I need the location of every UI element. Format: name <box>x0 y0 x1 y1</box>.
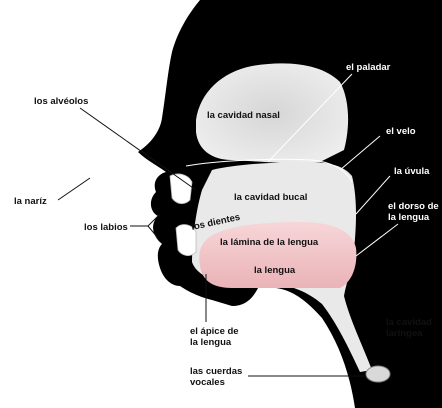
label-labios: los labios <box>84 222 128 233</box>
label-laringea-line2: laríngea <box>386 328 423 339</box>
vocal-cords <box>366 366 390 382</box>
label-uvula: la úvula <box>394 166 430 177</box>
label-paladar: el paladar <box>346 62 391 73</box>
tongue <box>199 222 356 288</box>
label-cavidad-nasal: la cavidad nasal <box>207 110 280 121</box>
label-cavidad-bucal: la cavidad bucal <box>234 192 307 203</box>
label-lengua: la lengua <box>254 265 296 276</box>
label-dorso-line2: la lengua <box>388 212 430 223</box>
label-cuerdas-line1: las cuerdas <box>190 366 242 377</box>
label-velo: el velo <box>386 126 416 137</box>
label-lamina: la lámina de la lengua <box>220 237 319 248</box>
label-laringea-line1: la cavidad <box>386 317 432 328</box>
label-apice-line2: la lengua <box>190 337 232 348</box>
pointer-nariz <box>58 178 90 200</box>
upper-teeth <box>170 174 192 204</box>
label-dorso-line1: el dorso de <box>388 201 439 212</box>
label-alveolos: los alvéolos <box>34 96 88 107</box>
label-apice-line1: el ápice de <box>190 326 239 337</box>
label-cuerdas-line2: vocales <box>190 377 225 388</box>
label-nariz: la naríz <box>14 196 47 207</box>
